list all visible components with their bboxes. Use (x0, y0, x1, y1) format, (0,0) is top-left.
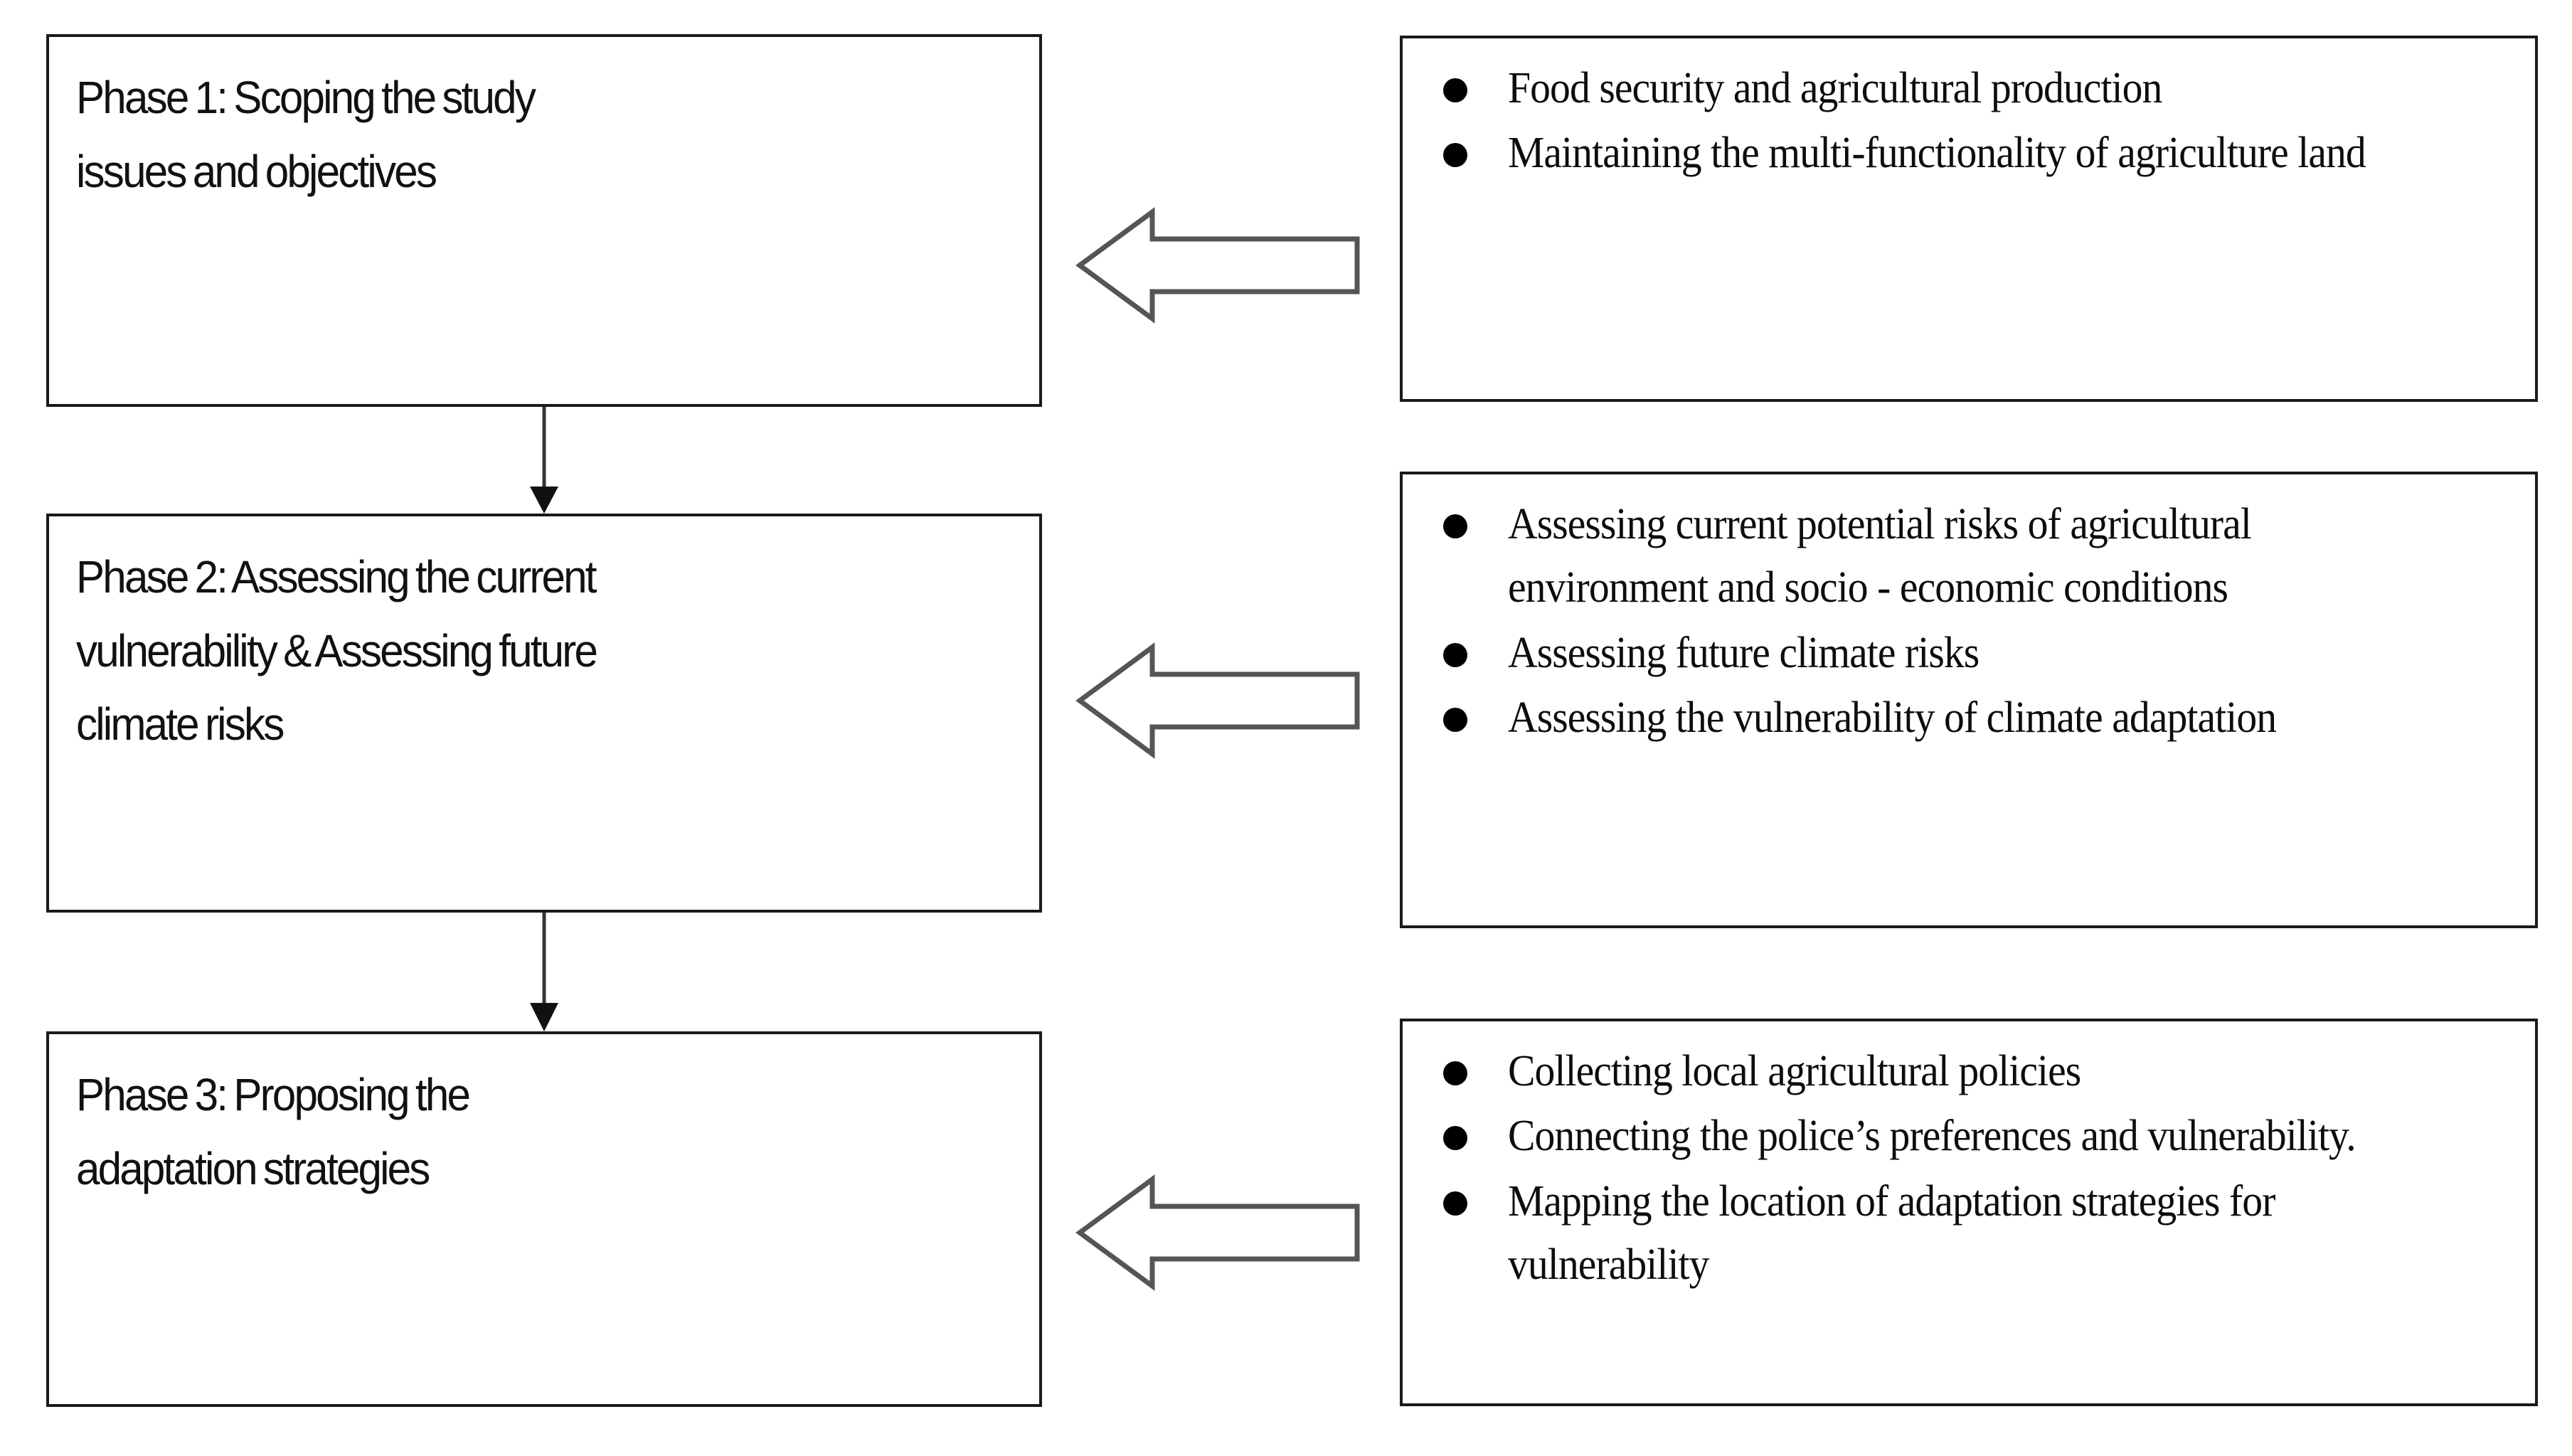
bullet-dot-icon (1403, 622, 1508, 681)
bullet-text: Food security and agricultural productio… (1508, 64, 2162, 112)
bullet-dot-icon (1403, 686, 1508, 745)
list-item: Food security and agricultural productio… (1403, 57, 2514, 120)
bullet-text: Assessing the vulnerability of climate a… (1508, 693, 2277, 742)
bullet-dot-icon (1403, 1105, 1508, 1164)
bullet-text: Collecting local agricultural policies (1508, 1047, 2081, 1095)
list-item: Assessing the vulnerability of climate a… (1403, 686, 2514, 750)
details-box-1: Food security and agricultural productio… (1400, 36, 2538, 402)
phase-3-label: Phase 3: Proposing the adaptation strate… (76, 1069, 471, 1194)
left-pointing-block-arrow-3 (1075, 1172, 1360, 1293)
list-item: Collecting local agricultural policies (1403, 1040, 2514, 1103)
list-item: Mapping the location of adaptation strat… (1403, 1170, 2514, 1297)
bullet-dot-icon (1403, 1040, 1508, 1099)
list-item: Assessing future climate risks (1403, 622, 2514, 685)
details-box-3: Collecting local agricultural policies C… (1400, 1019, 2538, 1406)
phase-box-2: Phase 2: Assessing the current vulnerabi… (46, 514, 1042, 913)
bullet-text: Connecting the police’s preferences and … (1508, 1112, 2356, 1161)
left-pointing-block-arrow-2 (1075, 640, 1360, 761)
details-box-2: Assessing current potential risks of agr… (1400, 472, 2538, 928)
bullet-dot-icon (1403, 122, 1508, 181)
list-item: Maintaining the multi-functionality of a… (1403, 122, 2514, 185)
bullet-text: Mapping the location of adaptation strat… (1508, 1176, 2275, 1289)
phase-1-label: Phase 1: Scoping the study issues and ob… (76, 72, 536, 197)
down-flow-arrow-2-to-3 (523, 913, 565, 1033)
bullet-list-2: Assessing current potential risks of agr… (1403, 493, 2514, 750)
bullet-dot-icon (1403, 493, 1508, 552)
list-item: Assessing current potential risks of agr… (1403, 493, 2514, 620)
bullet-list-3: Collecting local agricultural policies C… (1403, 1040, 2514, 1297)
down-flow-arrow-1-to-2 (523, 407, 565, 515)
bullet-text: Assessing future climate risks (1508, 628, 1980, 677)
bullet-text: Maintaining the multi-functionality of a… (1508, 129, 2366, 178)
bullet-list-1: Food security and agricultural productio… (1403, 57, 2514, 186)
bullet-dot-icon (1403, 1170, 1508, 1229)
bullet-dot-icon (1403, 57, 1508, 116)
left-pointing-block-arrow-1 (1075, 205, 1360, 326)
bullet-text: Assessing current potential risks of agr… (1508, 500, 2252, 612)
phase-box-1: Phase 1: Scoping the study issues and ob… (46, 34, 1042, 407)
list-item: Connecting the police’s preferences and … (1403, 1105, 2514, 1168)
phase-2-label: Phase 2: Assessing the current vulnerabi… (76, 551, 598, 750)
phase-box-3: Phase 3: Proposing the adaptation strate… (46, 1031, 1042, 1407)
